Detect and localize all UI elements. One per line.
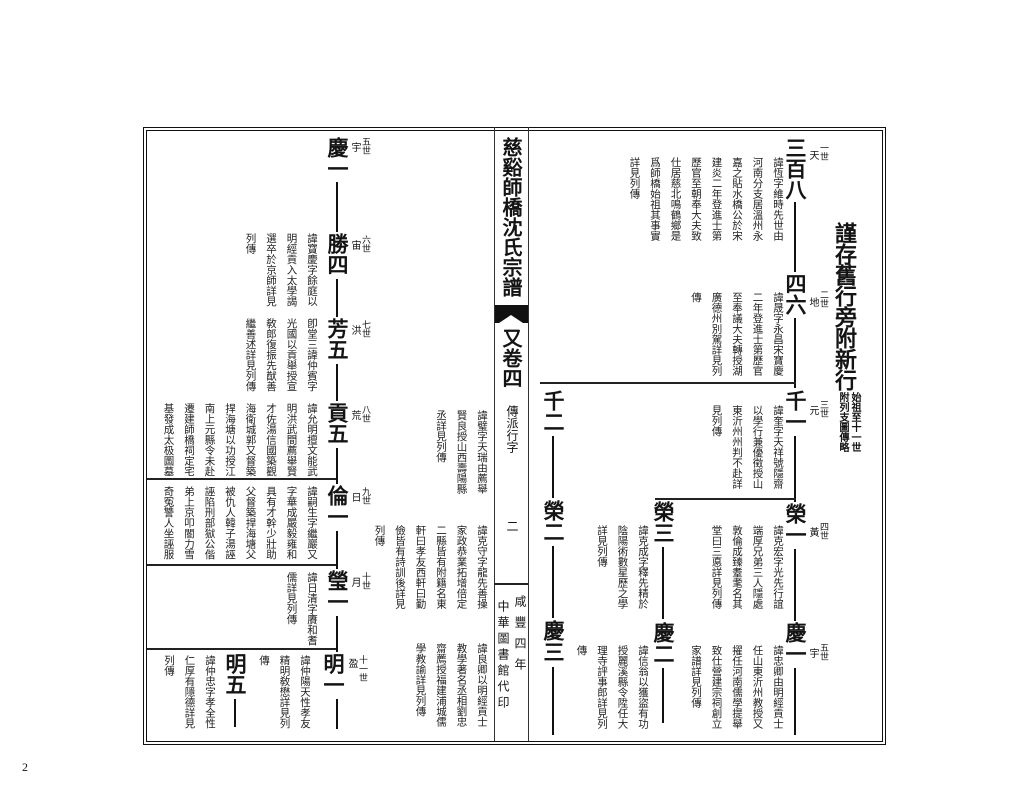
generation-char: 宇 — [349, 142, 360, 152]
biography-note: 諱嗣生字繼巖又 字華成嚴毅雍和 具有才幹少壯助 父督築捍海塘父 被仇人韓子湯誣 … — [162, 486, 319, 560]
printer-name: 中華圖書館代印 — [496, 600, 510, 712]
generation-label: 六世 — [360, 235, 370, 253]
generation-label: 五世 — [360, 137, 370, 155]
page-border — [143, 127, 886, 745]
generation-char: 黃 — [807, 527, 818, 537]
generation-char: 盈 — [346, 658, 357, 668]
generation-label: 四世 — [818, 522, 828, 540]
biography-note: 諱奎字天祥號隱齋 以學行兼優徵授山 東沂州州判不赴詳 見列傳 — [710, 405, 785, 489]
biography-note: 諱克守字龍先善操 家政恭業拓增倍定 二縣皆有附籍名東 軒曰孝友西軒曰勤 儉皆有詩… — [373, 525, 489, 609]
branch-line — [655, 498, 796, 500]
branch-line — [540, 382, 796, 384]
lineage-line — [336, 279, 338, 317]
lineage-line — [552, 546, 554, 618]
ancestor-name: 三百八 — [783, 137, 808, 200]
branch-name: 千二 — [541, 390, 566, 432]
ancestor-name: 四六 — [783, 273, 808, 315]
generation-char: 元 — [807, 405, 818, 415]
lineage-line — [794, 668, 796, 735]
spine-divider — [494, 583, 528, 585]
biography-note: 諱忠卿由明經貢士 任山東沂州教授又 擢任河南儒學提舉 致仕營建宗祠創立 家譜詳見… — [690, 645, 784, 729]
print-date: 咸豐四年 — [513, 595, 527, 679]
lineage-line — [552, 667, 554, 735]
generation-label: 三世 — [818, 400, 828, 418]
ancestor-name: 芳五 — [325, 318, 350, 360]
biography-note: 諱克成字釋先精於 陰陽術數星歷之學 詳見列傳 — [596, 525, 649, 609]
biography-note: 諱良卿以明經貢士 教學著名丞相劉忠 齋薦授福建浦城儒 學教諭詳見列傳 — [414, 643, 489, 727]
biography-note: 諱晟字永昌宋寶慶 二年登進士第歷官 至奉議大夫轉授湖 廣德州別駕詳見列 傳 — [690, 292, 784, 376]
lineage-line — [234, 699, 236, 727]
page-number: 2 — [22, 760, 28, 774]
generation-label: 八世 — [360, 405, 370, 423]
ancestor-name: 慶一 — [325, 137, 350, 179]
ancestor-name: 榮一 — [783, 503, 808, 545]
section-label: 傳派行字 — [505, 405, 519, 453]
biography-note: 卽堂三諱仲賓字 光國以貢舉授宣 敎郎復振先猷善 繼善述詳見列傳 — [244, 318, 319, 392]
biography-note: 諱仲陽天性孝友 精明敎懋詳見列 傳 — [258, 655, 311, 729]
ancestor-name: 貢五 — [325, 402, 350, 444]
generation-char: 日 — [349, 492, 360, 502]
spine-border-left — [494, 127, 495, 741]
lineage-line — [794, 318, 796, 388]
generation-label: 十世 — [360, 572, 370, 590]
generation-label: 五世 — [818, 643, 828, 661]
lineage-line — [662, 547, 664, 619]
branch-name: 明五 — [223, 653, 248, 695]
biography-note: 諱仲忠字孝全性 仁厚有隱德詳見 列傳 — [163, 655, 216, 729]
lineage-line — [794, 549, 796, 621]
generation-char: 地 — [807, 297, 818, 307]
generation-label: 一世 — [818, 143, 828, 161]
biography-note: 諱信翁以獲盜有功 授麗溪縣令陞任大 理寺評事郎詳見列 傳 — [575, 645, 650, 729]
book-title: 慈谿師橋沈氏宗譜 — [499, 137, 523, 297]
branch-line — [147, 648, 337, 650]
generation-label: 九世 — [360, 487, 370, 505]
biography-note: 諱允明擅文能武 明洪武間薦舉賢 才佐湯信國築觀 海衛城郭又督築 捍海塘以功授江 … — [162, 403, 319, 477]
generation-char: 洪 — [349, 325, 360, 335]
generation-label: 二世 — [818, 290, 828, 308]
branch-name: 榮二 — [541, 500, 566, 542]
ancestor-name: 明一 — [321, 653, 346, 695]
lineage-line — [794, 436, 796, 502]
generation-char: 荒 — [349, 410, 360, 420]
branch-line — [147, 564, 337, 566]
biography-note: 諱璧字天瑞由薦舉 賢良授山西壽陽縣 丞詳見列傳 — [435, 410, 488, 494]
lineage-line — [336, 182, 338, 232]
ancestor-name: 瑩一 — [325, 570, 350, 612]
branch-line — [147, 478, 337, 480]
generation-label: 七世 — [360, 320, 370, 338]
ancestor-name: 千一 — [783, 390, 808, 432]
generation-char: 月 — [349, 577, 360, 587]
page-heading: 謹存舊行旁附新行 — [831, 222, 857, 390]
lineage-line — [336, 448, 338, 484]
lineage-line — [336, 616, 338, 652]
generation-char: 宙 — [349, 240, 360, 250]
branch-name: 慶二 — [651, 622, 676, 664]
generation-char: 天 — [807, 150, 818, 160]
branch-name: 慶三 — [541, 620, 566, 662]
lineage-line — [336, 364, 338, 401]
ancestor-name: 慶一 — [783, 622, 808, 664]
leaf-number: 二 — [505, 520, 519, 532]
branch-name: 榮三 — [651, 501, 676, 543]
lineage-line — [794, 202, 796, 272]
subheading-scope: 始祖至十一世 — [849, 392, 860, 452]
lineage-line — [662, 668, 664, 723]
lineage-line — [336, 699, 338, 729]
biography-note: 諱克宏字光先行誼 端厚兄弟三人隱處 敦倫成臻耋耄名其 堂曰三悳詳見列傳 — [710, 525, 785, 609]
biography-note: 諱寶慶字餘庭以 明經貢入太學謁 選卒於京師詳見 列傳 — [244, 233, 319, 307]
subheading-contents: 附列支圖傳略 — [837, 392, 848, 452]
ancestor-name: 勝四 — [325, 233, 350, 275]
ancestor-name: 倫一 — [325, 485, 350, 527]
lineage-line — [336, 531, 338, 569]
generation-char: 宇 — [807, 648, 818, 658]
spine-border-right — [528, 127, 529, 741]
fishtail-mark — [495, 305, 528, 323]
generation-label: 十一世 — [357, 655, 367, 682]
biography-note: 諱恆字維時先世由 河南分支居溫州永 嘉之貼水橋公於宋 建炎二年登進士第 歷官至朝… — [628, 157, 785, 241]
biography-note: 諱日清字賡和耆 儒詳見列傳 — [285, 572, 319, 646]
lineage-line — [552, 436, 554, 498]
volume-label: 又卷四 — [499, 328, 523, 388]
